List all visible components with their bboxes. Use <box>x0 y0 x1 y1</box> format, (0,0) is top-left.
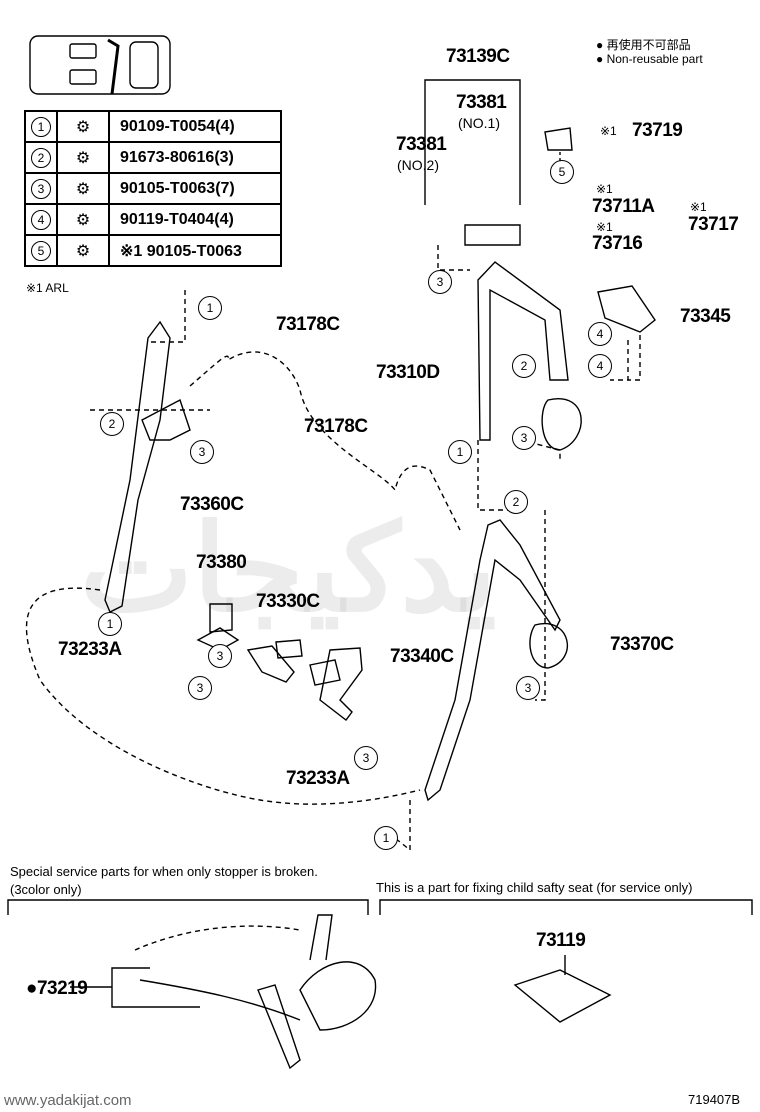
callout-2: 2 <box>100 412 124 436</box>
part-73717: 73717 <box>688 214 739 235</box>
legend-en-text: Non-reusable part <box>606 52 703 66</box>
part-73139C: 73139C <box>446 46 510 67</box>
row-number: 5 <box>31 240 51 261</box>
footer-site-link[interactable]: www.yadakijat.com <box>4 1092 132 1109</box>
table-row: 3⚙90105-T0063(7) <box>24 172 282 205</box>
part-code: 90109-T0054(4) <box>108 110 282 143</box>
callout-3: 3 <box>190 440 214 464</box>
callout-2: 2 <box>504 490 528 514</box>
callout-1: 1 <box>448 440 472 464</box>
callout-1: 1 <box>198 296 222 320</box>
part-73360C: 73360C <box>180 494 244 515</box>
table-row: 1⚙90109-T0054(4) <box>24 110 282 143</box>
mark-73711A: ※1 <box>596 182 613 196</box>
part-73381-no2: 73381 <box>396 134 447 155</box>
callout-3: 3 <box>208 644 232 668</box>
part-73381-no1: 73381 <box>456 92 507 113</box>
part-73233A-left: 73233A <box>58 639 122 660</box>
fastener-table: 1⚙90109-T0054(4) 2⚙91673-80616(3) 3⚙9010… <box>24 110 282 267</box>
callout-1: 1 <box>98 612 122 636</box>
mark-73717: ※1 <box>690 200 707 214</box>
watermark-logo: یدکیجات <box>80 502 501 636</box>
note-child-seat: This is a part for fixing child safty se… <box>376 880 693 895</box>
part-73380: 73380 <box>196 552 247 573</box>
bolt-icon: ⚙ <box>56 203 110 236</box>
part-code: 91673-80616(3) <box>108 141 282 174</box>
note-service-line1: Special service parts for when only stop… <box>10 864 318 879</box>
part-73345: 73345 <box>680 306 731 327</box>
table-row: 2⚙91673-80616(3) <box>24 141 282 174</box>
callout-3: 3 <box>428 270 452 294</box>
bolt-icon: ⚙ <box>56 141 110 174</box>
callout-3: 3 <box>516 676 540 700</box>
part-73381-no2-sub: (NO.2) <box>397 157 439 173</box>
part-73178C-mid: 73178C <box>304 416 368 437</box>
callout-4: 4 <box>588 322 612 346</box>
legend-jp: ● 再使用不可部品 <box>596 38 691 52</box>
mark-73716: ※1 <box>596 220 613 234</box>
legend-jp-text: 再使用不可部品 <box>606 38 691 52</box>
bolt-icon: ⚙ <box>56 234 110 267</box>
part-73219: ●73219 <box>26 978 88 999</box>
row-number: 4 <box>31 209 51 230</box>
arl-note: ※1 ARL <box>26 281 69 295</box>
callout-3: 3 <box>512 426 536 450</box>
legend-en: ● Non-reusable part <box>596 52 703 66</box>
row-number: 3 <box>31 178 51 199</box>
part-code: ※1 90105-T0063 <box>108 234 282 267</box>
part-73330C: 73330C <box>256 591 320 612</box>
part-73340C: 73340C <box>390 646 454 667</box>
part-code: 90105-T0063(7) <box>108 172 282 205</box>
callout-5: 5 <box>550 160 574 184</box>
callout-4: 4 <box>588 354 612 378</box>
table-row: 5⚙※1 90105-T0063 <box>24 234 282 267</box>
note-service-line2: (3color only) <box>10 882 82 897</box>
row-number: 1 <box>31 116 51 137</box>
part-code: 90119-T0404(4) <box>108 203 282 236</box>
part-73370C: 73370C <box>610 634 674 655</box>
part-73711A: 73711A <box>592 196 655 217</box>
part-73178C-top: 73178C <box>276 314 340 335</box>
callout-3: 3 <box>354 746 378 770</box>
drawing-number: 719407B <box>688 1092 741 1107</box>
part-73381-no1-sub: (NO.1) <box>458 115 500 131</box>
callout-2: 2 <box>512 354 536 378</box>
part-73716: 73716 <box>592 233 643 254</box>
part-73310D: 73310D <box>376 362 440 383</box>
part-73233A-bottom: 73233A <box>286 768 350 789</box>
bolt-icon: ⚙ <box>56 110 110 143</box>
callout-3: 3 <box>188 676 212 700</box>
part-73719: 73719 <box>632 120 683 141</box>
bolt-icon: ⚙ <box>56 172 110 205</box>
callout-1: 1 <box>374 826 398 850</box>
mark-73719: ※1 <box>600 124 617 138</box>
row-number: 2 <box>31 147 51 168</box>
part-73119: 73119 <box>536 930 586 951</box>
table-row: 4⚙90119-T0404(4) <box>24 203 282 236</box>
